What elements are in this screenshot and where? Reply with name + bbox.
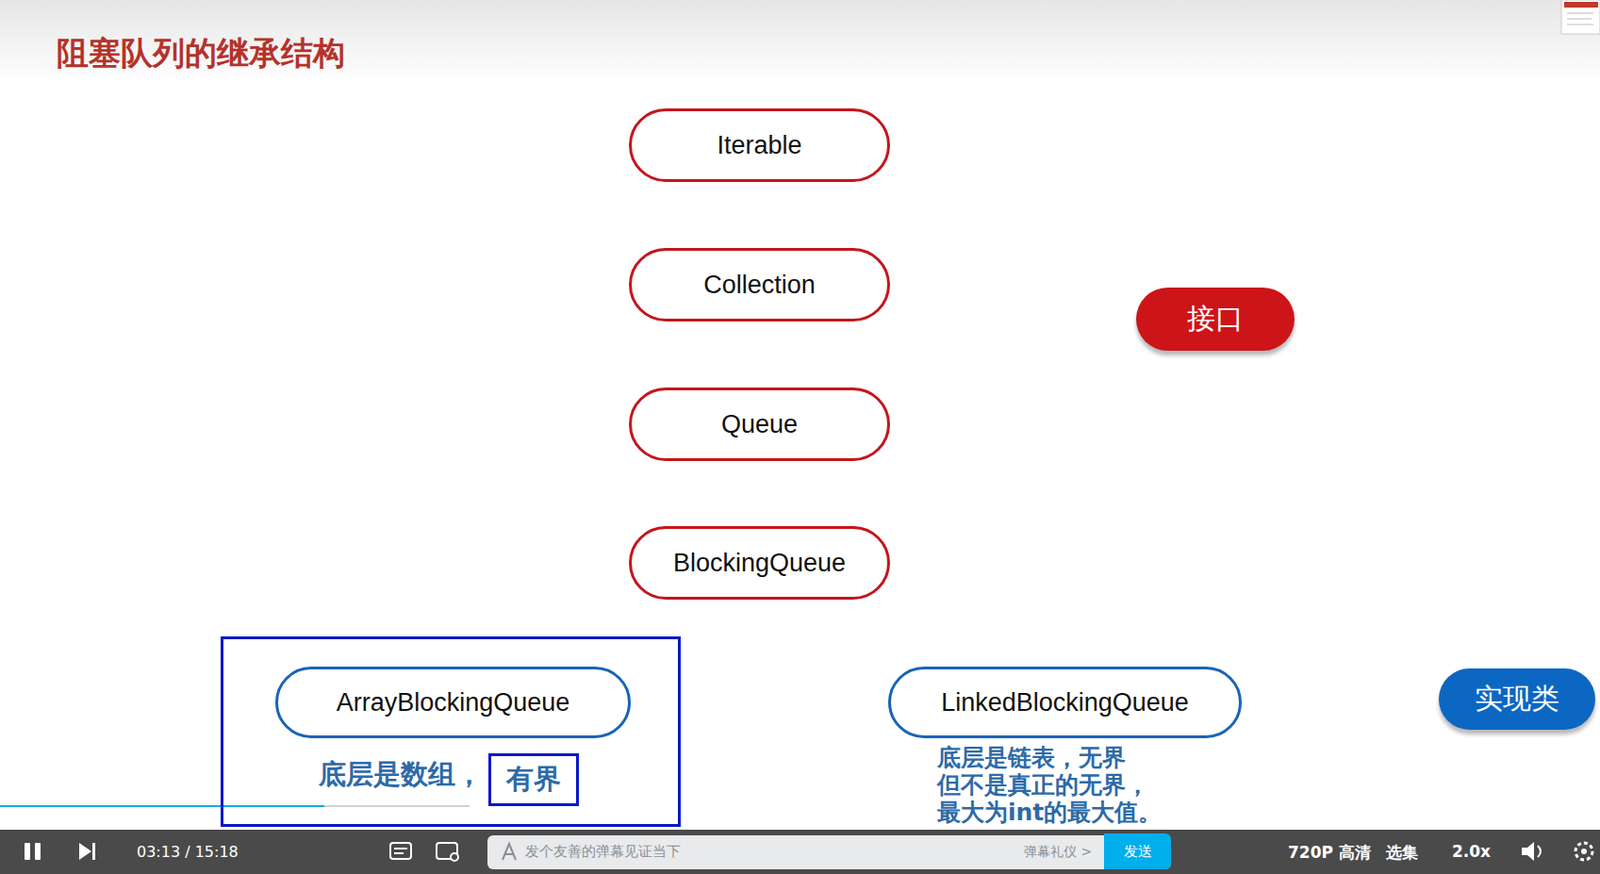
font-glyph — [502, 843, 516, 860]
pause-bar — [34, 842, 41, 860]
speed-button: 2.0x — [1451, 841, 1491, 861]
next-bar — [92, 842, 96, 860]
next-icon — [79, 842, 96, 860]
thumbnail-frame — [1561, 0, 1600, 34]
node-label: Iterable — [716, 131, 802, 161]
class-pill: ArrayBlockingQueue — [275, 666, 631, 739]
etiquette-link: 弹幕礼仪 > — [1023, 843, 1092, 861]
send-button: 发送 — [1104, 833, 1172, 870]
highlight-frame: 底层是数组， ArrayBlockingQueue 有界 — [220, 636, 681, 827]
node-label: Collection — [703, 270, 816, 300]
node-label: BlockingQueue — [673, 548, 846, 578]
slide-thumbnail — [1561, 0, 1600, 34]
note-text: 底层是链表，无界 但不是真正的无界， 最大为int的最大值。 — [937, 744, 1169, 826]
settings-dot — [450, 853, 459, 861]
settings-gear — [1575, 842, 1593, 860]
interface-pill: Queue — [628, 387, 891, 462]
progress-played — [0, 805, 325, 808]
sound-wave — [1537, 845, 1541, 858]
episode-button: 选集 — [1385, 841, 1419, 864]
thumbnail-bar — [1564, 1, 1599, 8]
thumbnail-line — [1567, 24, 1594, 26]
danmaku-input — [487, 835, 1172, 870]
progress-buffered — [324, 805, 470, 808]
interface-pill: BlockingQueue — [628, 526, 891, 600]
slide-title: 阻塞队列的继承结构 — [56, 32, 346, 76]
interface-pill: Collection — [628, 247, 891, 322]
node-label: 接口 — [1187, 299, 1244, 339]
next-triangle — [79, 842, 92, 860]
gear-teeth — [1575, 842, 1593, 860]
gear-hub — [1581, 848, 1587, 855]
node-label: 底层是数组， — [318, 757, 483, 792]
legend-tag: 实现类 — [1438, 668, 1596, 730]
danmaku-line — [394, 847, 408, 850]
danmaku-line — [394, 852, 404, 855]
interface-pill: Iterable — [628, 108, 891, 182]
danmaku-frame — [390, 842, 412, 859]
node-label: ArrayBlockingQueue — [336, 688, 571, 718]
pause-bar — [24, 842, 31, 860]
node-label: 发送 — [1123, 842, 1153, 861]
font-icon — [502, 843, 516, 860]
pause-icon — [24, 842, 41, 860]
speaker — [1521, 841, 1535, 861]
danmaku-icon — [390, 842, 412, 859]
player-bar — [0, 829, 1600, 874]
thumbnail-line — [1567, 18, 1592, 20]
input-placeholder: 发个友善的弹幕见证当下 — [525, 842, 681, 861]
danmaku-settings-icon — [436, 842, 459, 861]
node-label: 实现类 — [1474, 679, 1560, 719]
class-pill: LinkedBlockingQueue — [888, 666, 1242, 739]
legend-tag: 接口 — [1136, 287, 1295, 351]
volume-icon — [1521, 841, 1541, 861]
time-display: 03:13 / 15:18 — [136, 842, 239, 861]
header-band — [0, 0, 1600, 83]
node-label: Queue — [721, 410, 798, 440]
thumbnail-line — [1567, 13, 1594, 15]
node-label: 有界 — [506, 760, 561, 799]
node-label: LinkedBlockingQueue — [940, 688, 1189, 718]
quality-button: 720P 高清 — [1287, 841, 1371, 864]
highlight-mark: 有界 — [488, 753, 579, 807]
font-glyph — [505, 853, 513, 856]
